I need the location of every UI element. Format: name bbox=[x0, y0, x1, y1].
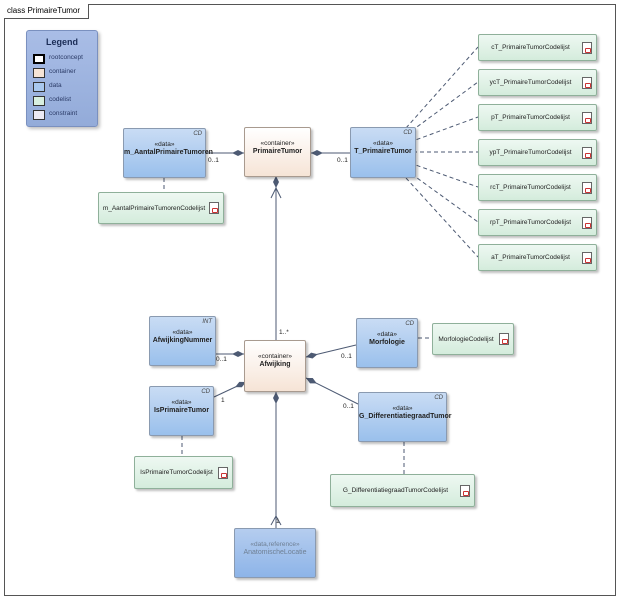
multiplicity-isprimaire: 1 bbox=[221, 397, 225, 404]
diagram-frame bbox=[4, 4, 616, 596]
rpt-codelist[interactable]: rpT_PrimaireTumorCodelijst bbox=[478, 209, 597, 236]
afwijking-nummer-data[interactable]: INT «data» AfwijkingNummer bbox=[149, 316, 216, 366]
legend-item-codelist: codelist bbox=[27, 94, 97, 108]
yct-codelist[interactable]: ycT_PrimaireTumorCodelijst bbox=[478, 69, 597, 96]
legend-item-constraint: constraint bbox=[27, 108, 97, 122]
legend-item-data: data bbox=[27, 80, 97, 94]
legend-item-rootconcept: rootconcept bbox=[27, 52, 97, 66]
g-differentiatiegraad-codelist[interactable]: G_DifferentiatiegraadTumorCodelijst bbox=[330, 474, 475, 507]
assoc-gdiff bbox=[305, 377, 359, 405]
ypt-codelist[interactable]: ypT_PrimaireTumorCodelijst bbox=[478, 139, 597, 166]
legend-swatch bbox=[33, 110, 45, 120]
codelist-document-icon bbox=[582, 251, 592, 264]
codelist-document-icon bbox=[460, 484, 470, 497]
multiplicity-t-primaire: 0..1 bbox=[337, 157, 348, 164]
multiplicity-anatomische: 1 bbox=[276, 518, 280, 525]
codelist-document-icon bbox=[582, 216, 592, 229]
codelist-document-icon bbox=[209, 202, 219, 214]
assoc-morfologie bbox=[305, 344, 357, 359]
afwijking-container[interactable]: «container» Afwijking bbox=[244, 340, 306, 392]
codelist-document-icon bbox=[582, 146, 592, 159]
codelist-document-icon bbox=[582, 111, 592, 124]
at-codelist[interactable]: aT_PrimaireTumorCodelijst bbox=[478, 244, 597, 271]
is-primaire-codelist[interactable]: IsPrimaireTumorCodelijst bbox=[134, 456, 233, 489]
aantal-codelist[interactable]: m_AantalPrimaireTumorenCodelijst bbox=[98, 192, 224, 224]
codelist-document-icon bbox=[582, 76, 592, 89]
pt-codelist[interactable]: pT_PrimaireTumorCodelijst bbox=[478, 104, 597, 131]
multiplicity-morfologie: 0..1 bbox=[341, 353, 352, 360]
legend-swatch bbox=[33, 82, 45, 92]
morfologie-codelist[interactable]: MorfologieCodelijst bbox=[432, 323, 514, 355]
anatomische-locatie-reference[interactable]: «data,reference» AnatomischeLocatie bbox=[234, 528, 316, 578]
frame-title: class PrimaireTumor bbox=[4, 4, 90, 19]
codelist-document-icon bbox=[582, 41, 592, 54]
morfologie-data[interactable]: CD «data» Morfologie bbox=[356, 318, 418, 368]
is-primaire-tumor-data[interactable]: CD «data» IsPrimaireTumor bbox=[149, 386, 214, 436]
multiplicity-afwijking: 1..* bbox=[279, 329, 289, 336]
ct-codelist[interactable]: cT_PrimaireTumorCodelijst bbox=[478, 34, 597, 61]
codelist-document-icon bbox=[582, 181, 592, 194]
legend-swatch bbox=[33, 96, 45, 106]
legend-swatch bbox=[33, 68, 45, 78]
legend-item-container: container bbox=[27, 66, 97, 80]
rct-codelist[interactable]: rcT_PrimaireTumorCodelijst bbox=[478, 174, 597, 201]
legend-swatch bbox=[33, 54, 45, 64]
legend: Legend rootconcept container data codeli… bbox=[26, 30, 98, 127]
multiplicity-gdiff: 0..1 bbox=[343, 403, 354, 410]
multiplicity-aantal: 0..1 bbox=[208, 157, 219, 164]
assoc-isprimaire bbox=[213, 381, 247, 398]
codelist-document-icon bbox=[499, 333, 509, 345]
g-differentiatiegraad-data[interactable]: CD «data» G_DifferentiatiegraadTumor bbox=[358, 392, 451, 442]
legend-title: Legend bbox=[45, 37, 78, 47]
t-primaire-tumor-data[interactable]: CD «data» T_PrimaireTumor bbox=[350, 127, 416, 178]
aantal-primaire-tumoren-data[interactable]: CD «data» m_AantalPrimaireTumoren bbox=[123, 128, 213, 178]
primaire-tumor-container[interactable]: «container» PrimaireTumor bbox=[244, 127, 311, 177]
codelist-document-icon bbox=[218, 466, 228, 479]
multiplicity-afwijkingnummer: 0..1 bbox=[216, 356, 227, 363]
